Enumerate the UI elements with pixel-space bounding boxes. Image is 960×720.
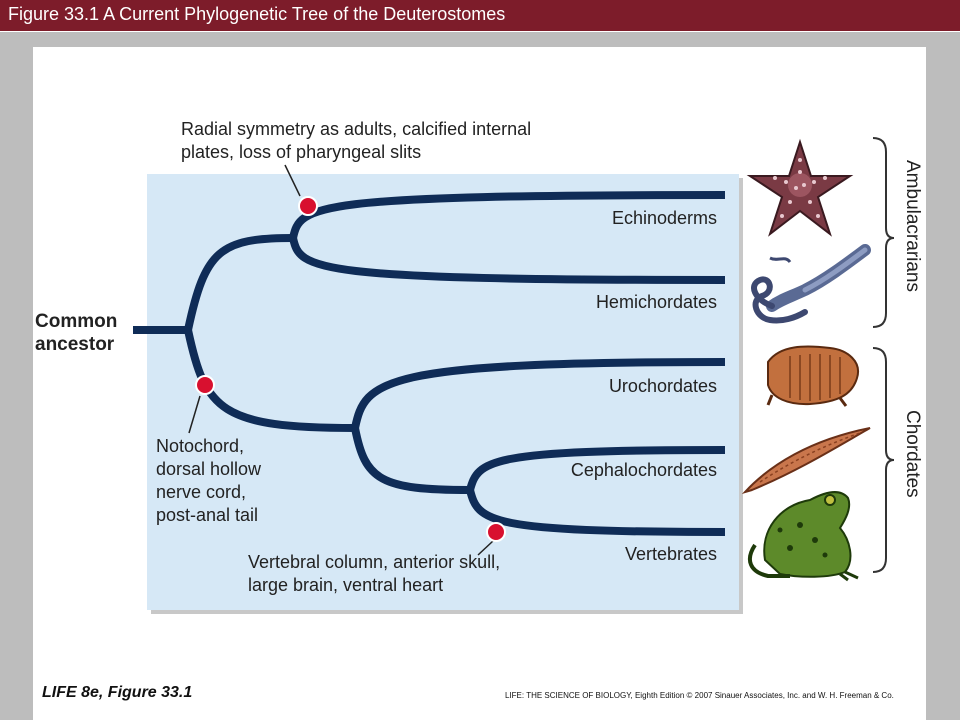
urochordate-branch xyxy=(351,358,726,429)
annotation-chordata-line1: Notochord, xyxy=(156,436,245,456)
figure-citation-text: LIFE 8e, Figure 33.1 xyxy=(42,684,193,701)
olfactores-branch xyxy=(351,427,471,494)
annotation-vertebrata: Vertebral column, anterior skull, large … xyxy=(248,551,500,597)
annotation-chordata-line2: dorsal hollow xyxy=(156,459,262,479)
annotation-ambulacraria-line1: Radial symmetry as adults, calcified int… xyxy=(181,119,532,139)
annotation-vertebrata-line1: Vertebral column, anterior skull, xyxy=(248,552,501,572)
frog-icon xyxy=(747,491,859,582)
hemichordate-branch xyxy=(289,237,726,284)
figure-citation: LIFE 8e, Figure 33.1 xyxy=(42,684,192,702)
pointer-line-vertebrata xyxy=(477,540,494,556)
pointer-line-ambulacraria xyxy=(284,164,301,197)
bracket-chordates xyxy=(872,347,895,573)
ambulacraria-branch xyxy=(184,234,294,331)
group-label-ambulacrarians: Ambulacrarians xyxy=(902,160,923,292)
pointer-line-chordata xyxy=(188,395,201,434)
tunicate-icon xyxy=(766,345,860,407)
annotation-vertebrata-line2: large brain, ventral heart xyxy=(248,575,444,595)
lancelet-icon xyxy=(741,427,871,494)
tree-panel xyxy=(147,174,739,610)
annotation-chordata-line3: nerve cord, xyxy=(156,482,247,502)
starfish-icon xyxy=(746,138,854,237)
synapomorphy-dot-ambulacraria xyxy=(298,196,318,216)
annotation-ambulacraria: Radial symmetry as adults, calcified int… xyxy=(181,118,531,164)
chordata-branch xyxy=(184,329,356,432)
annotation-chordata: Notochord, dorsal hollow nerve cord, pos… xyxy=(156,435,261,527)
copyright-notice: LIFE: THE SCIENCE OF BIOLOGY, Eighth Edi… xyxy=(505,691,894,700)
bracket-ambulacrarians xyxy=(872,137,895,328)
root-label-line2: ancestor xyxy=(35,334,115,355)
slide-title: Figure 33.1 A Current Phylogenetic Tree … xyxy=(8,4,506,24)
root-label-line1: Common xyxy=(35,311,118,332)
root-label: Common ancestor xyxy=(35,310,117,356)
title-bar: Figure 33.1 A Current Phylogenetic Tree … xyxy=(0,0,960,32)
taxon-label-cephalochordates: Cephalochordates xyxy=(570,460,717,480)
group-label-chordates: Chordates xyxy=(902,410,923,498)
taxon-label-hemichordates: Hemichordates xyxy=(595,292,717,312)
synapomorphy-dot-chordata xyxy=(195,375,215,395)
echinoderm-branch xyxy=(289,191,726,239)
taxon-label-echinoderms: Echinoderms xyxy=(611,208,717,228)
acorn-worm-icon xyxy=(751,244,871,324)
taxon-label-vertebrates: Vertebrates xyxy=(624,544,717,564)
taxon-label-urochordates: Urochordates xyxy=(608,376,717,396)
annotation-ambulacraria-line2: plates, loss of pharyngeal slits xyxy=(181,142,422,162)
vertebrate-branch xyxy=(466,489,726,536)
synapomorphy-dot-vertebrata xyxy=(486,522,506,542)
cephalochordate-branch xyxy=(466,446,726,492)
annotation-chordata-line4: post-anal tail xyxy=(156,505,259,525)
